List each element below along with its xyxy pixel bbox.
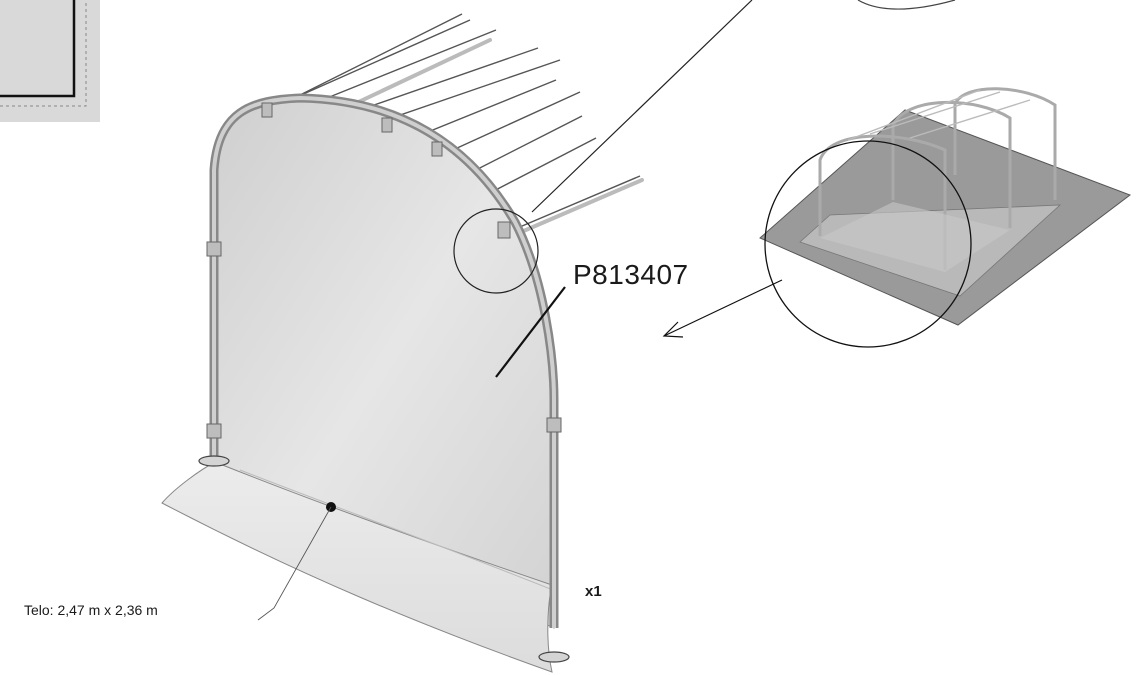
callout-curve [857, 0, 956, 10]
cover-leader [257, 502, 336, 621]
magnifier-circle [764, 140, 972, 348]
detail-circle-icon [453, 208, 539, 294]
cover-dimensions-label: Telo: 2,47 m x 2,36 m [24, 602, 158, 618]
part-leader-line [495, 286, 566, 378]
inset-box [0, 0, 100, 122]
greenhouse-overview-icon [759, 87, 1132, 326]
arrow-icon [662, 279, 783, 338]
base-plates [198, 455, 570, 663]
frame-joints [206, 102, 562, 439]
part-code-label: P813407 [573, 259, 689, 290]
quantity-label: x1 [585, 583, 602, 600]
purlin-tubes [348, 38, 644, 238]
detail-leader-line [531, 0, 753, 213]
